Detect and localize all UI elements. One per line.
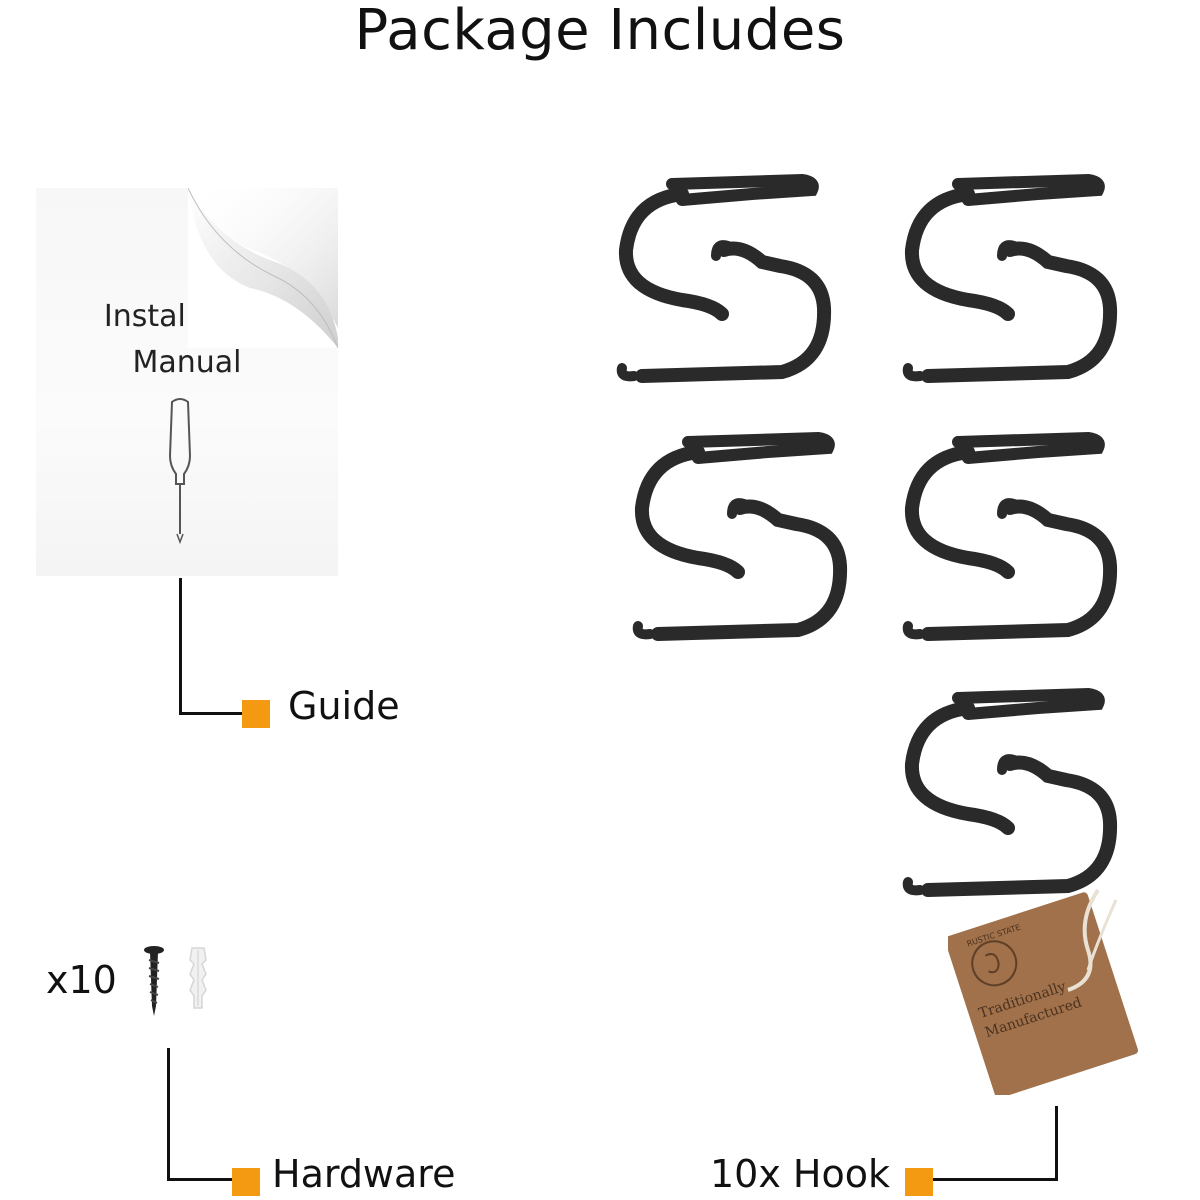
hook-connector-horizontal xyxy=(932,1178,1058,1181)
guide-label: Guide xyxy=(288,684,400,728)
manual-title-line2: Manual xyxy=(132,345,242,380)
guide-connector-horizontal xyxy=(179,712,243,715)
hook-connector-vertical xyxy=(1055,1106,1058,1181)
page-curl xyxy=(188,188,338,348)
hook-marker xyxy=(905,1168,933,1196)
guide-marker xyxy=(242,700,270,728)
hook-2 xyxy=(908,180,1110,376)
hardware-label: Hardware xyxy=(272,1152,456,1196)
hang-tag: Traditionally Manufactured RUSTIC STATE xyxy=(948,888,1138,1095)
screw-icon xyxy=(144,946,164,1016)
hook-5 xyxy=(908,694,1110,890)
guide-connector-vertical xyxy=(179,578,182,715)
hardware-connector-vertical xyxy=(167,1048,170,1181)
hook-4 xyxy=(908,438,1110,634)
page-title: Package Includes xyxy=(354,0,846,63)
hardware-connector-horizontal xyxy=(167,1178,233,1181)
hardware-marker xyxy=(232,1168,260,1196)
screwdriver-icon xyxy=(168,398,192,545)
hook-3 xyxy=(638,438,840,634)
hook-label: 10x Hook xyxy=(710,1152,890,1196)
wall-anchor-icon xyxy=(189,947,207,1009)
hardware-count: x10 xyxy=(46,958,117,1002)
hook-1 xyxy=(622,180,824,376)
